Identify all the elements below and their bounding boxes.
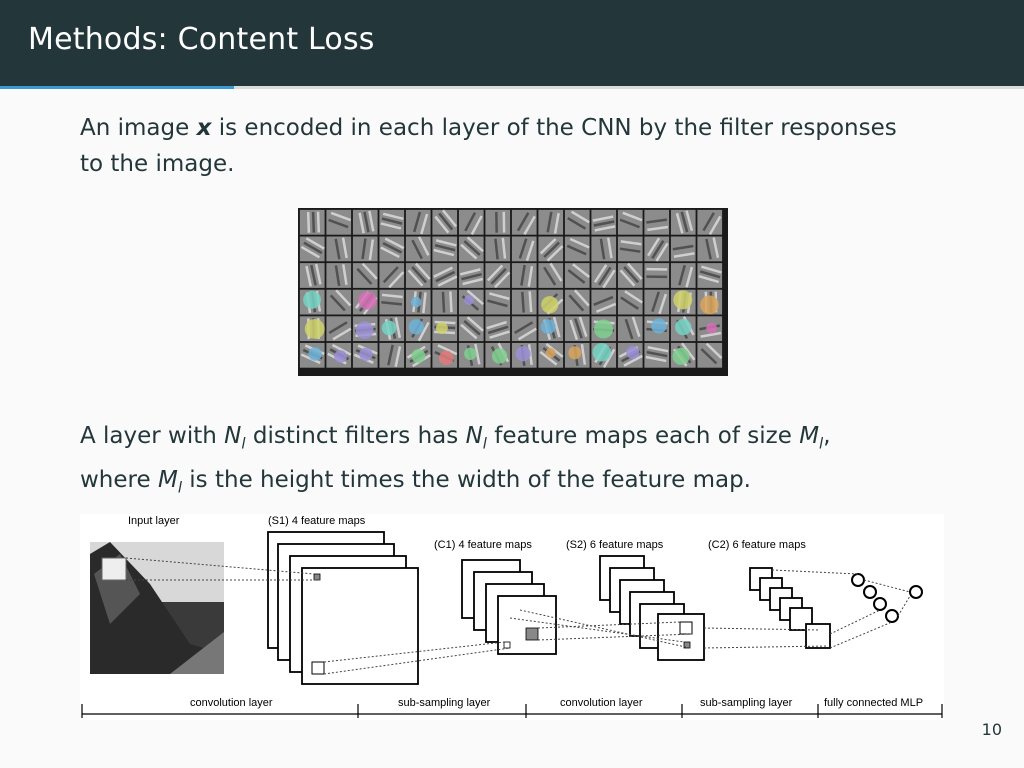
label-c1: (C1) 4 feature maps <box>434 539 532 551</box>
c1-feature-maps <box>461 559 557 655</box>
label-conv1: convolution layer <box>190 697 273 709</box>
connection-lines <box>125 557 911 675</box>
filter-cell <box>617 209 643 235</box>
math-sub-l: l <box>819 434 824 453</box>
text-segment: An image <box>80 115 197 141</box>
math-x: x <box>196 115 212 141</box>
text-segment: is encoded in each layer of the CNN by t… <box>80 115 897 177</box>
text-segment: where <box>80 466 158 493</box>
text-segment: is the height times the width of the fea… <box>181 466 751 493</box>
label-s1: (S1) 4 feature maps <box>268 515 366 527</box>
slide-header: Methods: Content Loss <box>0 0 1024 86</box>
paragraph-image-encoding: An image x is encoded in each layer of t… <box>80 110 900 182</box>
filter-cell <box>511 316 537 342</box>
label-s2: (S2) 6 feature maps <box>566 539 664 551</box>
cnn-architecture-diagram: Input layer (S1) 4 feature maps (C1) 4 f… <box>80 514 944 720</box>
slide-title: Methods: Content Loss <box>28 22 375 57</box>
filter-cell <box>326 316 352 342</box>
layer-bracket <box>81 704 943 718</box>
label-c2: (C2) 6 feature maps <box>708 539 806 551</box>
text-segment: feature maps each of size <box>486 423 800 449</box>
text-segment: , <box>823 423 831 449</box>
text-segment: A layer with <box>80 423 225 449</box>
s1-feature-maps <box>267 531 419 685</box>
filter-cells <box>299 209 723 369</box>
label-input-layer: Input layer <box>128 515 180 527</box>
progress-bar <box>0 86 1024 89</box>
filter-cell <box>405 236 431 262</box>
filter-cell <box>564 236 590 262</box>
filter-cell <box>326 209 352 235</box>
filter-cell <box>591 289 617 315</box>
filter-cell <box>564 209 590 235</box>
text-segment: distinct filters has <box>245 423 466 449</box>
filter-grid-image <box>298 208 728 376</box>
label-mlp: fully connected MLP <box>824 697 923 709</box>
math-M: M <box>157 466 178 493</box>
label-sub1: sub-sampling layer <box>398 697 491 709</box>
math-N: N <box>224 423 242 449</box>
math-sub-l: l <box>241 434 246 453</box>
math-sub-l: l <box>177 478 182 497</box>
math-N: N <box>465 423 483 449</box>
progress-bar-fill <box>0 86 234 89</box>
math-M: M <box>799 423 820 449</box>
label-conv2: convolution layer <box>560 697 643 709</box>
math-sub-l: l <box>482 434 487 453</box>
paragraph-feature-maps: A layer with Nl distinct filters has Nl … <box>80 418 960 505</box>
c2-feature-maps <box>749 567 831 649</box>
mlp-nodes <box>851 573 923 623</box>
page-number: 10 <box>981 720 1002 739</box>
input-image <box>90 542 224 674</box>
label-sub2: sub-sampling layer <box>700 697 793 709</box>
